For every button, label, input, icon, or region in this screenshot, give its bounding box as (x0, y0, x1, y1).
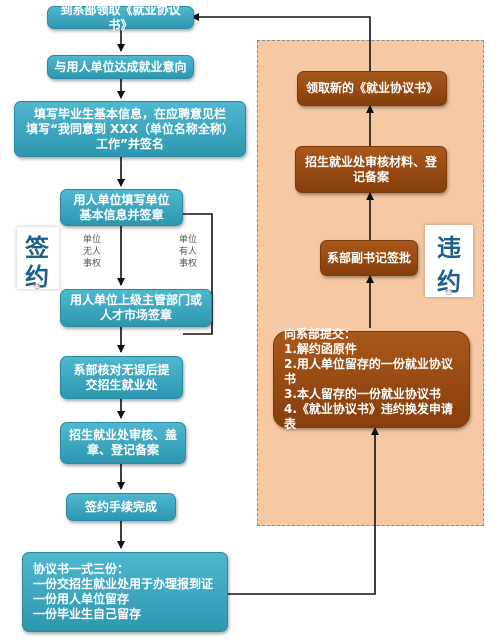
step-get-new-agreement: 领取新的《就业协议书》 (297, 71, 447, 106)
step-text: 记备案 (352, 169, 389, 184)
step-text: 系部核对无误后提 (73, 362, 170, 377)
step-text: 2.用人单位留存的一份就业协议书 (284, 357, 453, 386)
breach-stamp (425, 225, 473, 297)
step-signing-complete: 签约手续完成 (66, 493, 176, 521)
step-text: 到系部领取《就业协议书》 (60, 2, 181, 32)
step-text: 人才市场签章 (99, 308, 172, 322)
arrow-s9-r4 (228, 427, 379, 595)
step-text: 3.本人留存的一份就业协议书 (284, 387, 441, 401)
step-text: 向系部提交： (284, 327, 357, 341)
step-text: 用人单位填写单位 (73, 192, 170, 207)
breach-char-1: 违 (437, 233, 461, 262)
breach-stamp-mark: 乜 (445, 288, 452, 296)
sign-stamp (17, 227, 59, 289)
step-office-review: 招生就业处审核、盖 章、登记备案 (60, 422, 186, 464)
sign-stamp-mark: 乜 (33, 282, 40, 290)
breach-char-2: 约 (437, 267, 461, 296)
step-text: 基本信息并签章 (79, 207, 164, 222)
step-text: 系部副书记签批 (326, 250, 411, 265)
step-text: 工作”并签名 (96, 136, 164, 151)
step-reach-intent: 与用人单位达成就业意向 (47, 55, 194, 79)
step-text: 章、登记备案 (86, 443, 159, 457)
step-deputy-secretary-approval: 系部副书记签批 (320, 240, 418, 276)
arrow-s4-bypass (183, 213, 213, 335)
step-text: 一份用人单位留存 (33, 592, 130, 606)
step-department-check: 系部核对无误后提 交招生就业处 (60, 356, 183, 399)
step-text: 签约手续完成 (84, 499, 157, 514)
step-text: 领取新的《就业协议书》 (305, 81, 438, 95)
step-office-review-materials: 招生就业处审核材料、登 记备案 (295, 146, 447, 193)
step-text: 4.《就业协议书》违约换发申请表 (284, 402, 453, 431)
step-text: 招生就业处审核、盖 (68, 428, 177, 442)
step-fill-graduate-info: 填写毕业生基本信息，在应聘意见栏 填写“我同意到 XXX（单位名称全称） 工作”… (14, 101, 246, 157)
step-submit-to-department: 向系部提交： 1.解约函原件 2.用人单位留存的一份就业协议书 3.本人留存的一… (273, 327, 470, 431)
step-text: 一份交招生就业处用于办理报到证 (33, 577, 214, 591)
step-text: 与用人单位达成就业意向 (54, 59, 187, 74)
sign-char-2: 约 (25, 262, 49, 291)
sign-char-1: 签 (25, 233, 49, 262)
step-text: 用人单位上级主管部门或 (69, 293, 202, 307)
step-text: 交招生就业处 (85, 377, 158, 392)
step-text: 一份毕业生自己留存 (33, 607, 142, 621)
step-text: 填写“我同意到 XXX（单位名称全称） (26, 121, 234, 136)
step-employer-sign: 用人单位填写单位 基本信息并签章 (60, 189, 183, 226)
note-no-superior: 单位 无人 事权 (83, 235, 102, 269)
step-superior-sign: 用人单位上级主管部门或 人才市场签章 (60, 289, 212, 327)
step-text: 填写毕业生基本信息，在应聘意见栏 (33, 106, 226, 121)
step-text: 1.解约函原件 (284, 342, 357, 356)
step-text: 协议书一式三份： (33, 562, 130, 576)
step-text: 招生就业处审核材料、登 (304, 154, 437, 169)
step-three-copies: 协议书一式三份： 一份交招生就业处用于办理报到证 一份用人单位留存 一份毕业生自… (22, 552, 228, 632)
step-collect-agreement: 到系部领取《就业协议书》 (47, 3, 194, 32)
note-has-superior: 单位 有人 事权 (179, 235, 198, 269)
arrow-r1-s1 (191, 13, 371, 71)
